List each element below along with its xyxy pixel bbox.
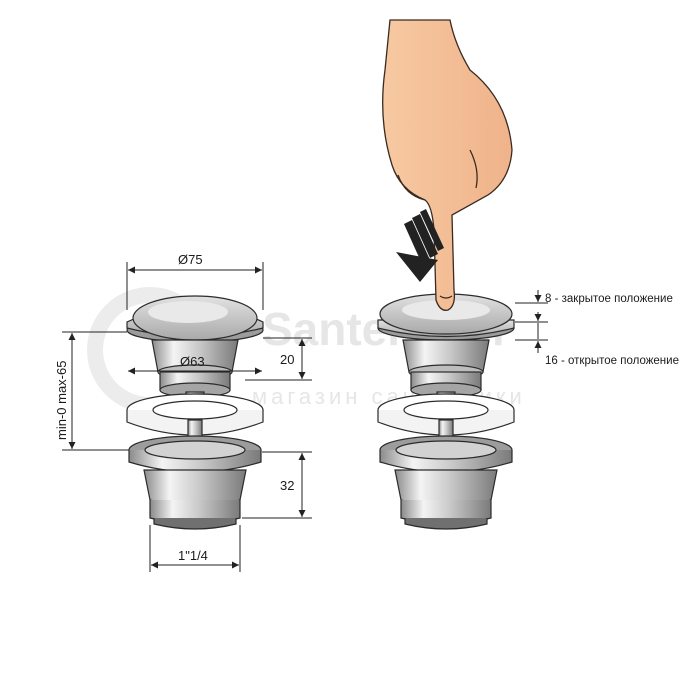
- left-cap: [126, 295, 264, 343]
- dim-body-height: 32: [280, 478, 294, 493]
- right-cap: [377, 293, 515, 341]
- right-drain-assembly: [377, 293, 515, 530]
- dim-adjust-range: min-0 max-65: [54, 361, 69, 440]
- dim-inner-diameter: Ø63: [180, 354, 205, 369]
- left-body: [128, 435, 262, 530]
- dim-cap-height: 20: [280, 352, 294, 367]
- dim-thread: 1"1/4: [178, 548, 208, 563]
- left-collar: [151, 339, 239, 398]
- right-collar: [402, 339, 490, 398]
- left-gasket: [126, 393, 264, 436]
- dim-cap-diameter: Ø75: [178, 252, 203, 267]
- right-dimensions: [515, 290, 548, 353]
- open-position-label: 16 - открытое положение: [545, 355, 679, 367]
- press-arrow-icon: [396, 209, 444, 282]
- closed-position-label: 8 - закрытое положение: [545, 293, 673, 305]
- left-dimensions: [62, 262, 312, 572]
- right-body: [379, 435, 513, 530]
- hand-illustration: [382, 19, 513, 311]
- right-gasket: [377, 393, 515, 436]
- left-drain-assembly: [126, 295, 264, 530]
